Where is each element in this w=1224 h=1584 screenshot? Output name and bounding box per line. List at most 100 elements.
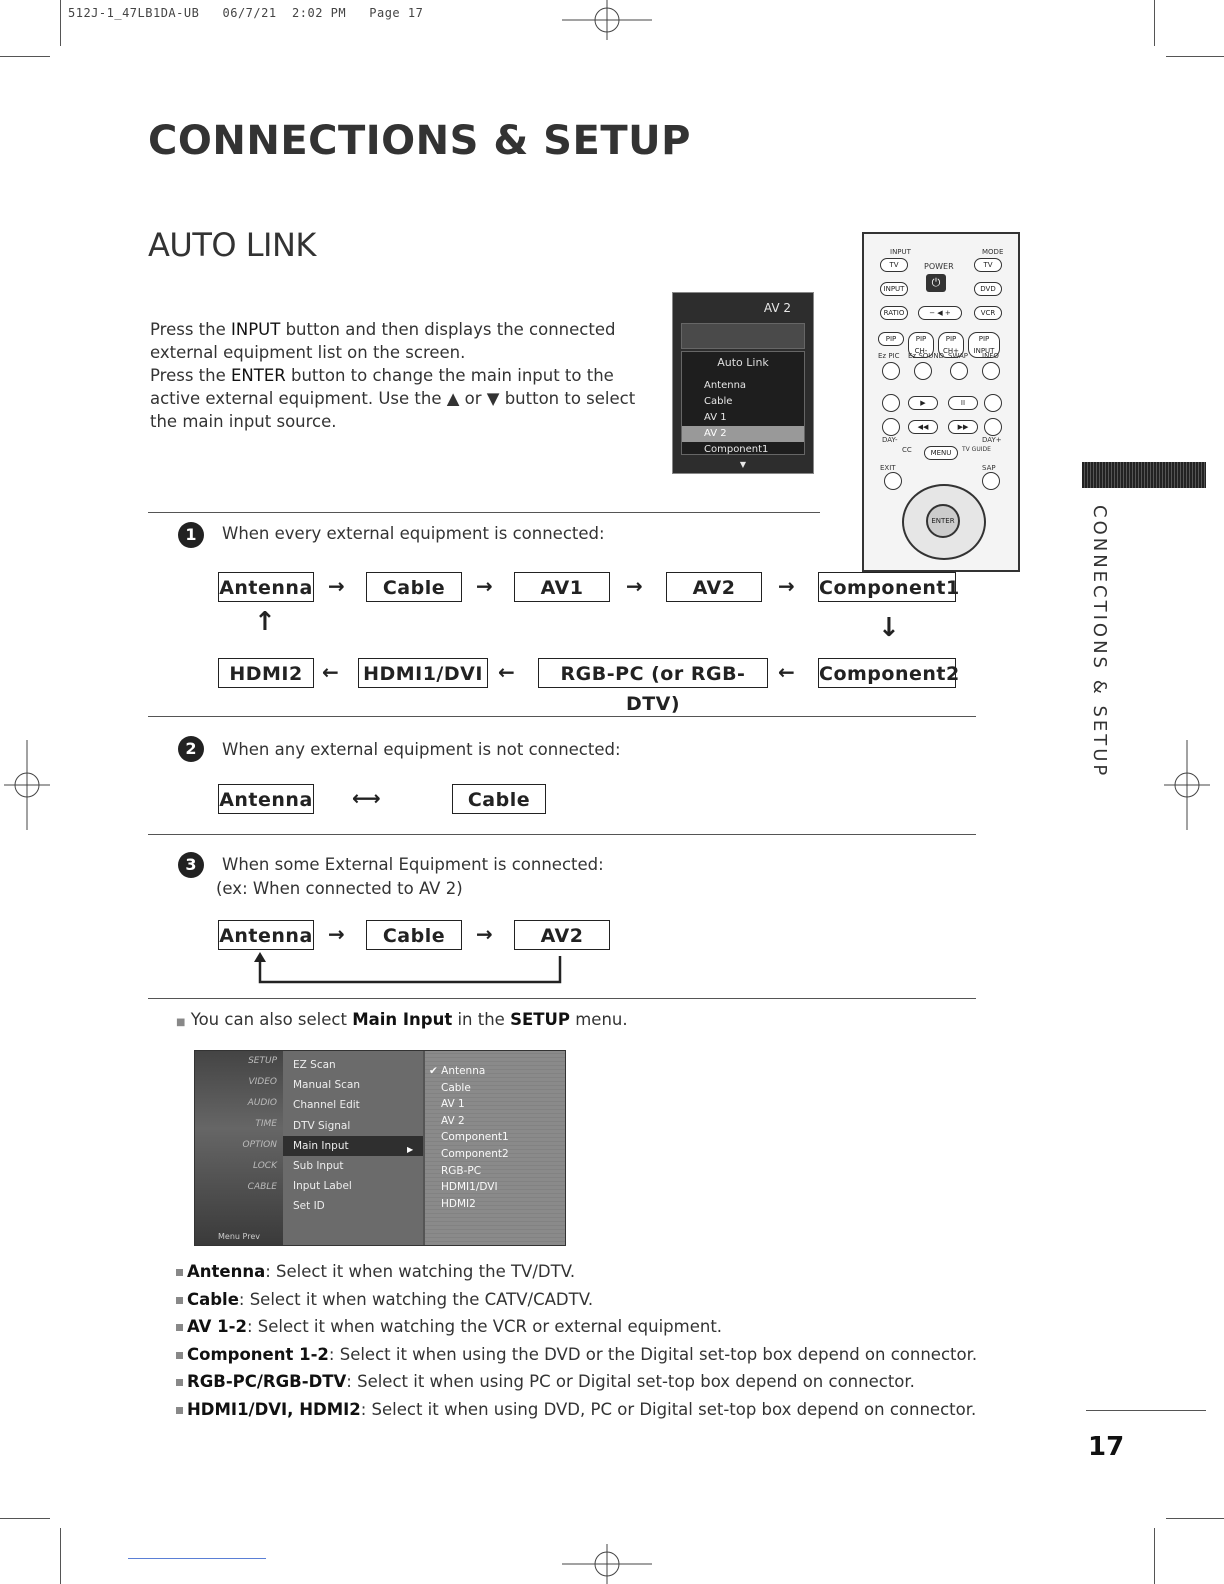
osd-title: AV 2 — [763, 301, 791, 315]
enter-button[interactable]: ENTER — [926, 504, 960, 538]
menu-category-item[interactable]: LOCK — [252, 1161, 277, 1171]
loop-back-arrow-icon — [254, 952, 562, 984]
registration-target-icon — [562, 0, 652, 40]
remote-label: INPUT — [890, 248, 911, 256]
menu-category-item[interactable]: TIME — [255, 1119, 277, 1129]
submenu-item[interactable]: HDMI2 — [425, 1196, 565, 1213]
pip-ch-plus-button[interactable]: PIP CH+ — [938, 332, 964, 358]
osd-header: Auto Link — [717, 356, 769, 369]
osd-list-item[interactable]: Component1 — [704, 444, 769, 455]
bullet-icon: ■ — [176, 1017, 186, 1028]
menu-item[interactable]: EZ Scan — [293, 1059, 336, 1071]
case-2-caption: When any external equipment is not conne… — [222, 740, 621, 759]
osd-list-item[interactable]: AV 2 — [682, 426, 804, 442]
tv-button[interactable]: TV — [880, 258, 908, 272]
submenu-label: Component2 — [441, 1147, 509, 1160]
volume-button[interactable]: − ◀ + — [918, 306, 962, 320]
menu-item[interactable]: DTV Signal — [293, 1119, 351, 1132]
setup-keyword: SETUP — [510, 1010, 570, 1029]
input-button[interactable]: INPUT — [880, 282, 908, 296]
ratio-button[interactable]: RATIO — [880, 306, 908, 320]
dvd-button[interactable]: DVD — [974, 282, 1002, 296]
menu-category-item[interactable]: OPTION — [242, 1140, 277, 1150]
submenu-label: Antenna — [441, 1065, 486, 1077]
stop-button[interactable] — [984, 394, 1002, 412]
remote-label: SWAP — [948, 352, 968, 360]
menu-item[interactable]: Manual Scan — [293, 1079, 361, 1092]
bullet-term: Antenna — [187, 1262, 266, 1281]
note-text: You can also select — [190, 1010, 353, 1029]
ez-pic-button[interactable] — [882, 362, 900, 380]
remote-label: Ez SOUND — [908, 352, 945, 360]
record-button[interactable] — [882, 394, 900, 412]
side-tab-bar — [1082, 462, 1206, 488]
pip-input-button[interactable]: PIP INPUT — [968, 332, 1000, 358]
swap-button[interactable] — [950, 362, 968, 380]
section-title: AUTO LINK — [148, 226, 316, 264]
skip-back-button[interactable] — [882, 418, 900, 436]
pip-button[interactable]: PIP — [878, 332, 904, 346]
bullet-icon — [176, 1296, 183, 1304]
exit-button[interactable] — [884, 472, 902, 490]
osd-list-item[interactable]: Antenna — [704, 380, 747, 391]
menu-item[interactable]: Main Input — [283, 1135, 423, 1156]
sap-button[interactable] — [982, 472, 1000, 490]
power-button[interactable]: ⏻ — [926, 274, 946, 292]
skip-forward-button[interactable] — [984, 418, 1002, 436]
submenu-label: HDMI1/DVI — [441, 1181, 498, 1194]
menu-item[interactable]: Channel Edit — [293, 1099, 360, 1112]
mode-tv-button[interactable]: TV — [974, 258, 1002, 272]
menu-category-item[interactable]: CABLE — [247, 1182, 277, 1192]
intro-text: button and then displays the connected e… — [150, 320, 616, 362]
info-button[interactable] — [982, 362, 1000, 380]
osd-list-item[interactable]: AV 1 — [704, 412, 727, 423]
flow-box: Cable — [366, 572, 462, 602]
menu-item[interactable]: Set ID — [293, 1200, 325, 1213]
flow-box: Component1 — [818, 572, 959, 602]
submenu-item[interactable]: Component1 — [425, 1129, 565, 1146]
bullet-icon — [176, 1406, 183, 1414]
menu-category-item[interactable]: VIDEO — [248, 1077, 277, 1087]
remote-label: EXIT — [880, 464, 896, 472]
pip-ch-minus-button[interactable]: PIP CH- — [908, 332, 934, 358]
play-button[interactable]: ▶ — [908, 396, 938, 410]
intro-text: Press the — [150, 320, 231, 339]
down-arrow-icon: ↓ — [878, 613, 900, 643]
submenu-item[interactable]: AV 1 — [425, 1096, 565, 1113]
vcr-button[interactable]: VCR — [974, 306, 1002, 320]
submenu-item[interactable]: Component2 — [425, 1146, 565, 1163]
remote-label: Ez PIC — [878, 352, 900, 360]
bullet-item: Component 1-2: Select it when using the … — [176, 1341, 977, 1369]
remote-label: POWER — [924, 262, 954, 271]
side-tab-label: CONNECTIONS & SETUP — [1089, 505, 1110, 779]
fast-forward-button[interactable]: ▶▶ — [948, 420, 978, 434]
submenu-item[interactable]: AV 2 — [425, 1113, 565, 1130]
ez-sound-button[interactable] — [914, 362, 932, 380]
menu-category-item[interactable]: SETUP — [248, 1056, 277, 1066]
submenu-label: AV 2 — [441, 1114, 465, 1127]
bullet-description: : Select it when using PC or Digital set… — [346, 1372, 915, 1392]
crop-mark — [60, 0, 61, 46]
submenu-item[interactable]: HDMI1/DVI — [425, 1179, 565, 1196]
submenu-item[interactable]: Cable — [425, 1080, 565, 1097]
pause-button[interactable]: II — [948, 396, 978, 410]
menu-item[interactable]: Sub Input — [293, 1159, 344, 1172]
menu-category-item[interactable]: AUDIO — [247, 1098, 277, 1108]
submenu-item[interactable]: RGB-PC — [425, 1163, 565, 1180]
menu-item[interactable]: Input Label — [293, 1180, 352, 1193]
crop-mark — [60, 1528, 61, 1584]
submenu-label: HDMI2 — [441, 1197, 476, 1210]
submenu-item[interactable]: ✔ Antenna — [425, 1063, 565, 1080]
bullet-term: Cable — [187, 1289, 239, 1309]
case-1-caption: When every external equipment is connect… — [222, 524, 605, 543]
flow-box: RGB-PC (or RGB-DTV) — [538, 658, 768, 715]
menu-button[interactable]: MENU — [924, 446, 958, 460]
submenu-label: Component1 — [441, 1131, 509, 1144]
rewind-button[interactable]: ◀◀ — [908, 420, 938, 434]
right-arrow-icon: → — [476, 574, 493, 598]
crop-mark — [1166, 1518, 1224, 1519]
flow-box: Antenna — [218, 572, 314, 602]
osd-list-item[interactable]: Cable — [704, 396, 733, 407]
